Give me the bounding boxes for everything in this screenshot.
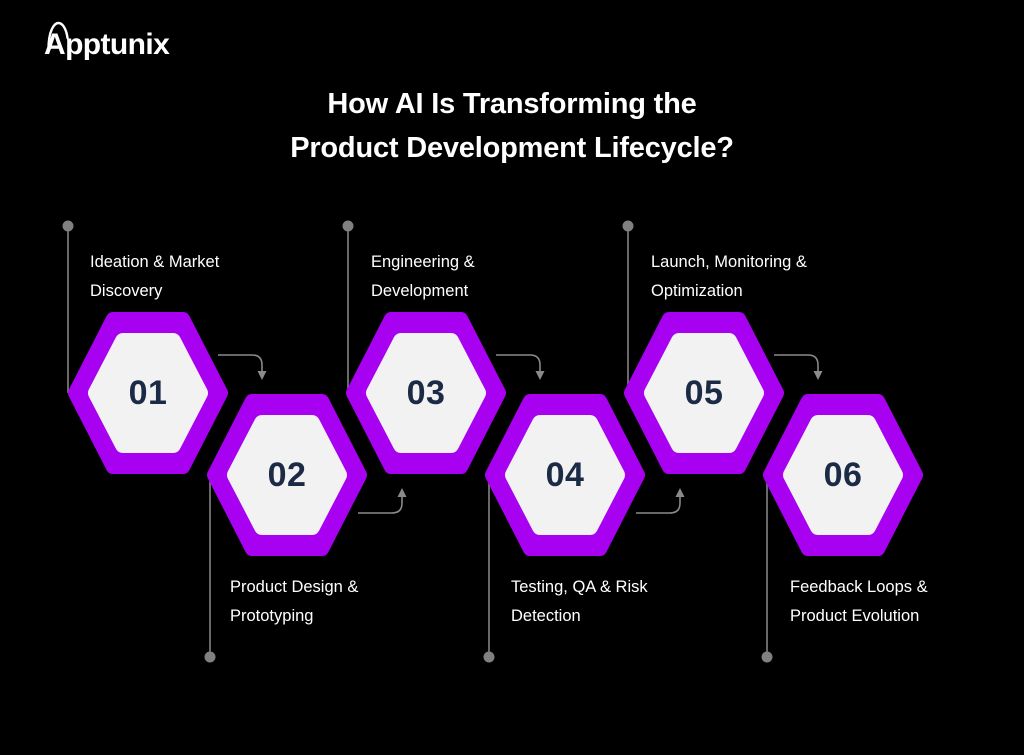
stem-dot-03 [342, 220, 354, 232]
step-hexagon-02[interactable]: 02 [207, 394, 367, 556]
page-title-line-1: How AI Is Transforming the [327, 88, 697, 120]
arrow-05-to-06 [774, 354, 823, 380]
hexagon-inner-03 [366, 333, 486, 453]
hexagon-shape-04 [485, 394, 645, 556]
step-arrows [218, 354, 823, 514]
hexagon-inner-06 [783, 415, 903, 535]
hexagon-inner-02 [227, 415, 347, 535]
step-label-02: Product Design & Prototyping [230, 578, 359, 625]
hexagon-shape-03 [346, 312, 506, 474]
stem-dot-05 [622, 220, 634, 232]
stem-dot-01 [62, 220, 74, 232]
arrow-03-to-04 [496, 354, 545, 380]
page-title: How AI Is Transforming the Product Devel… [0, 82, 1024, 170]
step-hexagon-04[interactable]: 04 [485, 394, 645, 556]
page-title-line-2: Product Development Lifecycle? [290, 132, 734, 164]
step-label-03: Engineering & Development [371, 253, 475, 300]
hexagon-shape-01 [68, 312, 228, 474]
step-hexagon-01[interactable]: 01 [68, 312, 228, 474]
step-label-06: Feedback Loops & Product Evolution [790, 578, 928, 625]
hexagon-shape-05 [624, 312, 784, 474]
hexagon-shape-06 [763, 394, 923, 556]
arrow-01-to-02 [218, 354, 267, 380]
label-stems [62, 220, 773, 663]
arrow-04-to-05 [636, 488, 685, 514]
hexagon-inner-05 [644, 333, 764, 453]
stem-dot-06 [761, 651, 773, 663]
hexagon-inner-04 [505, 415, 625, 535]
hexagon-shape-02 [207, 394, 367, 556]
hexagon-inner-01 [88, 333, 208, 453]
step-hexagon-06[interactable]: 06 [763, 394, 923, 556]
arrow-02-to-03 [358, 488, 407, 514]
apptunix-arc-icon [47, 21, 69, 51]
step-label-01: Ideation & Market Discovery [90, 253, 220, 300]
step-label-04: Testing, QA & Risk Detection [511, 578, 648, 625]
apptunix-logo-svg: Apptunix [44, 21, 171, 61]
step-hexagon-05[interactable]: 05 [624, 312, 784, 474]
logo-wordmark: Apptunix [44, 28, 170, 61]
stem-dot-02 [204, 651, 216, 663]
step-hexagon-03[interactable]: 03 [346, 312, 506, 474]
stem-dot-04 [483, 651, 495, 663]
apptunix-logo: Apptunix [28, 18, 248, 64]
step-label-05: Launch, Monitoring & Optimization [651, 253, 807, 300]
